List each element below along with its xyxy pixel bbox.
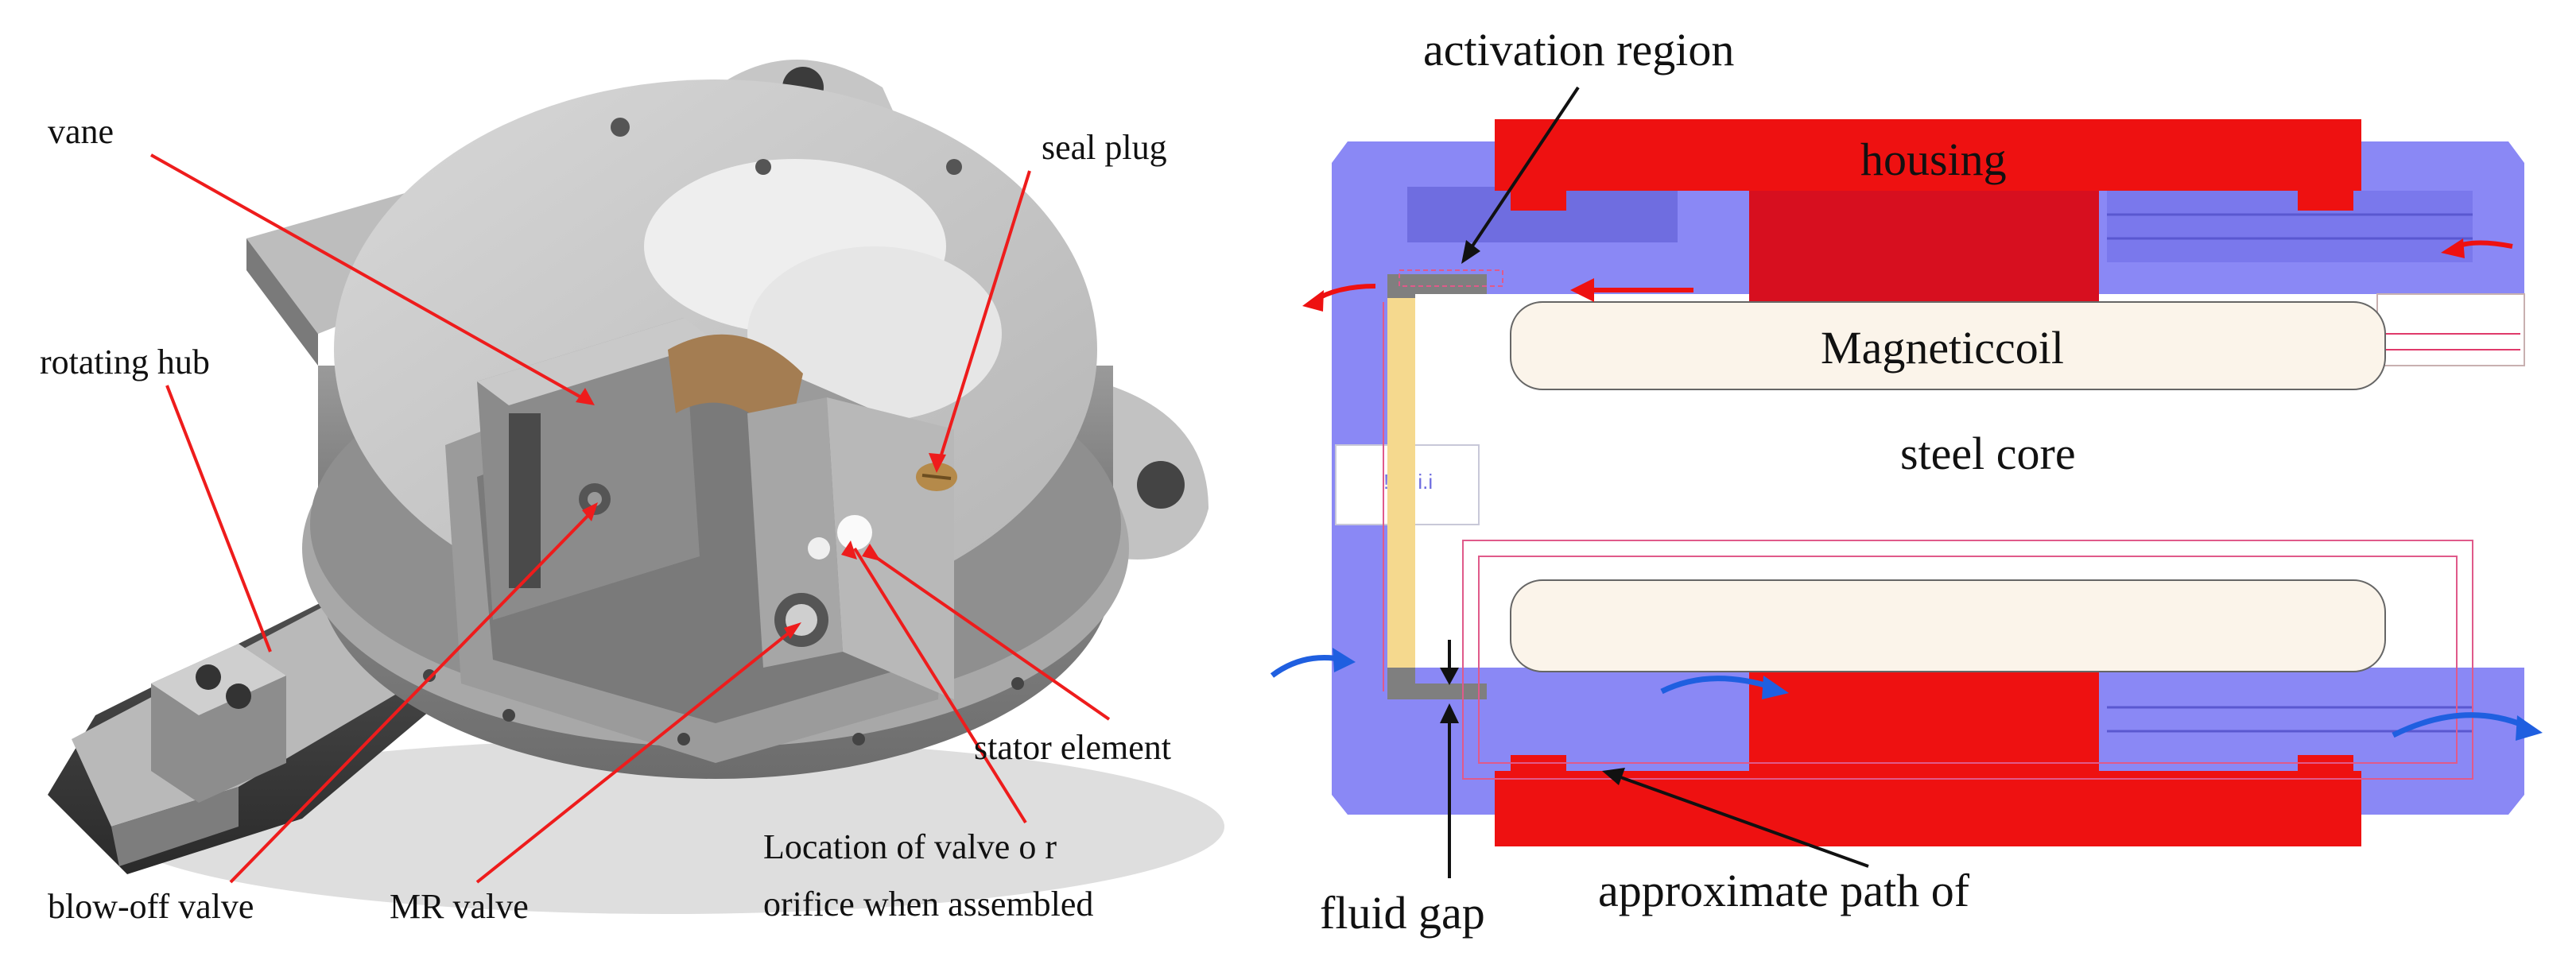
label-location-line1: Location of valve o r [763, 827, 1057, 866]
label-steel-core: steel core [1900, 428, 2076, 479]
flow-arrow-lower-mid [1660, 676, 1775, 695]
magnetic-coil-lower [1510, 579, 2386, 672]
magnetic-coil-upper [1510, 301, 2386, 390]
label-blow-off-valve: blow-off valve [48, 887, 254, 926]
leader-mr-valve [475, 626, 797, 884]
label-activation-region: activation region [1423, 24, 1734, 76]
left-labels: vane seal plug rotating hub stator eleme… [40, 112, 1171, 926]
damper-3d-illustration [48, 60, 1224, 914]
leader-stator [873, 555, 1111, 721]
flow-arrows [1270, 238, 2543, 741]
housing-top [1495, 119, 2361, 191]
leader-vane [150, 153, 589, 403]
label-approximate-path: approximate path of [1598, 865, 1970, 916]
leader-rotating-hub [165, 385, 272, 653]
label-fluid-gap: fluid gap [1320, 887, 1485, 939]
label-vane: vane [48, 112, 114, 151]
flow-arrow-lower-right [2392, 712, 2530, 738]
left-leader-lines [150, 153, 1111, 884]
right-leader-lines [1448, 86, 1869, 878]
valve-cross-section: ! ! ! i.i [1332, 119, 2525, 846]
housing-bottom-inner [1749, 672, 2099, 771]
label-rotating-hub: rotating hub [40, 343, 210, 381]
leader-location [853, 547, 1027, 824]
housing-bottom [1495, 771, 2361, 846]
label-magnetic-coil: Magneticcoil [1821, 322, 2064, 374]
leader-blow-off [229, 507, 596, 884]
left-leader-arrowheads [576, 388, 946, 639]
label-seal-plug: seal plug [1042, 128, 1167, 167]
gap-strip [1387, 298, 1415, 668]
leader-activation-region [1465, 86, 1580, 256]
right-leader-arrowheads [1440, 240, 1625, 785]
label-mr-valve: MR valve [390, 887, 529, 926]
right-labels: activation region housing Magneticcoil s… [1320, 24, 2076, 939]
label-housing: housing [1860, 134, 2007, 185]
label-stator-element: stator element [974, 728, 1171, 767]
leader-seal-plug [937, 170, 1031, 466]
leader-approximate-path [1613, 773, 1869, 868]
label-location-line2: orifice when assembled [763, 885, 1093, 924]
housing-top-inner [1749, 191, 2099, 302]
